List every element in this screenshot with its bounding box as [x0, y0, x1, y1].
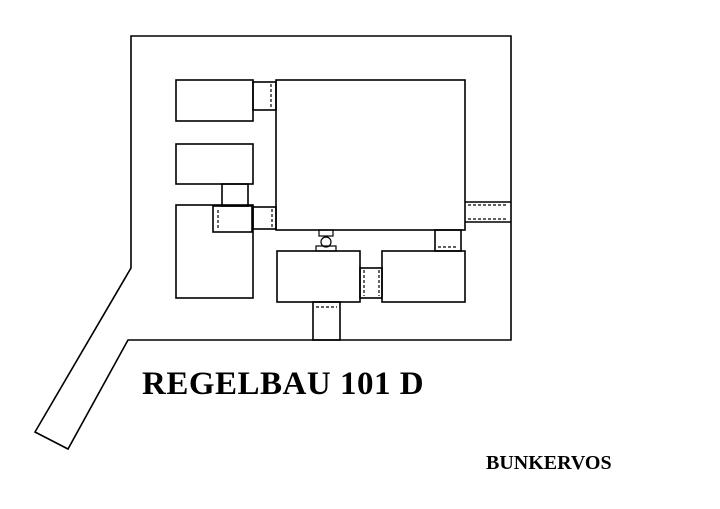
corridor-main-to-right-room — [434, 229, 462, 252]
corridor-bottom-exit — [312, 301, 341, 341]
corridor-top-left — [252, 81, 277, 111]
outer-enclosure — [33, 35, 512, 451]
corridor-left-to-main — [252, 206, 277, 230]
room-middle-left — [175, 143, 254, 185]
room-bottom-right — [381, 250, 466, 303]
diagram-title: REGELBAU 101 D — [142, 366, 425, 402]
corridor-bottom-link — [359, 267, 383, 299]
main-room — [275, 79, 466, 231]
airlock-left — [212, 205, 253, 233]
room-bottom-left — [175, 204, 254, 299]
corridor-vertical-left — [221, 183, 249, 207]
emergency-exit — [465, 201, 511, 223]
vent-fitting — [315, 229, 337, 252]
room-bottom-middle — [276, 250, 361, 303]
diagram-credit: BUNKERVOS — [486, 452, 612, 474]
room-top-left — [175, 79, 254, 122]
